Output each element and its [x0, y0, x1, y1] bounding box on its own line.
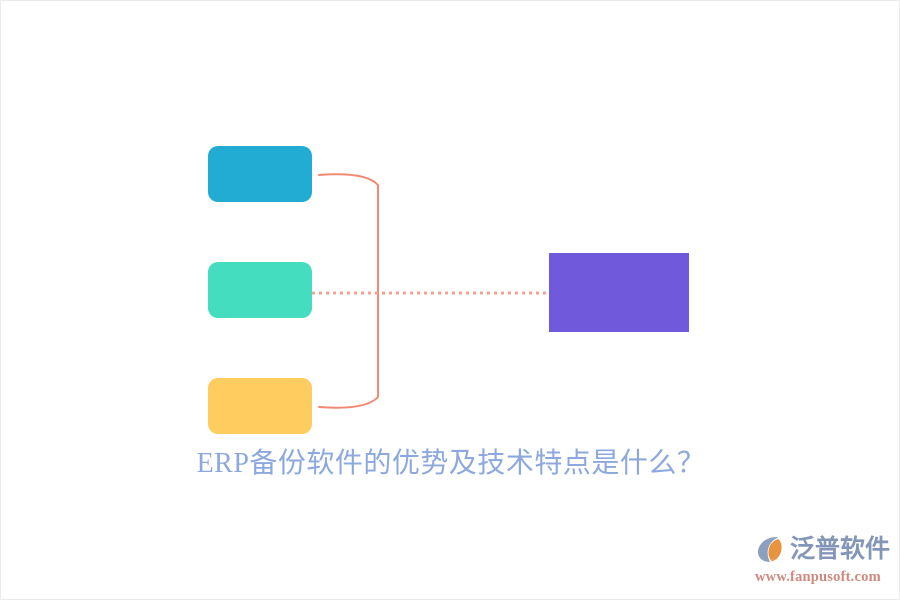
watermark: 泛普软件 www.fanpusoft.com [755, 531, 891, 589]
brand-name: 泛普软件 [790, 535, 891, 563]
diagram-node-cyan[interactable] [208, 146, 312, 202]
diagram-node-yellow[interactable] [208, 378, 312, 434]
logo-row: 泛普软件 [755, 531, 891, 567]
diagram-node-green[interactable] [208, 262, 312, 318]
diagram-node-purple[interactable] [549, 253, 689, 332]
connector-yellow-to-trunk [318, 292, 379, 409]
page-title: ERP备份软件的优势及技术特点是什么？ [196, 448, 706, 479]
brand-url: www.fanpusoft.com [755, 569, 881, 585]
fanpu-logo-icon [758, 537, 782, 562]
connector-cyan-to-trunk [318, 173, 379, 294]
